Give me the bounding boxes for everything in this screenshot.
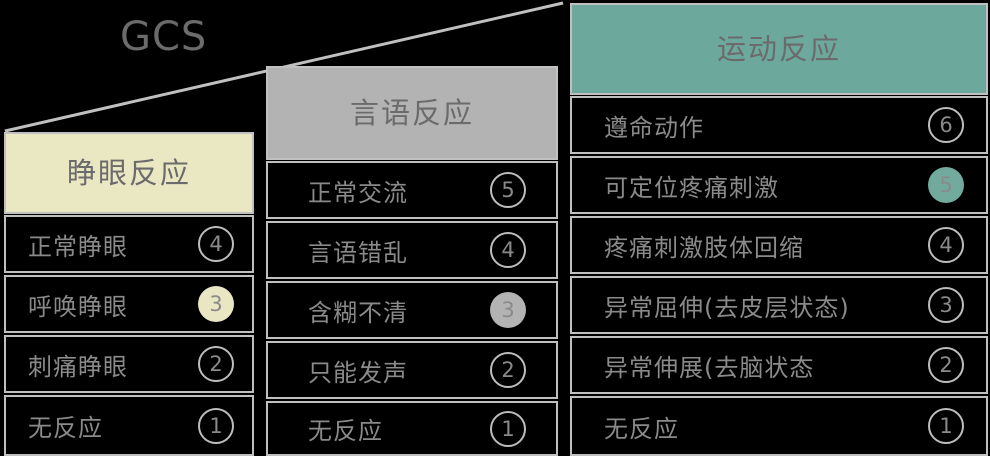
column-header-label: 言语反应 — [349, 95, 474, 130]
score-badge: 4 — [198, 226, 234, 262]
score-badge: 2 — [490, 352, 526, 388]
row-label: 正常睁眼 — [28, 232, 128, 261]
row-label: 含糊不清 — [308, 298, 408, 327]
table-row[interactable]: 无反应 1 — [570, 396, 988, 456]
row-label: 无反应 — [604, 414, 679, 443]
column-eye-response: 睁眼反应 正常睁眼 4 呼唤睁眼 3 刺痛睁眼 2 无反应 1 — [4, 132, 254, 456]
score-badge: 6 — [928, 107, 964, 143]
score-badge: 1 — [198, 407, 234, 444]
row-label: 异常屈伸(去皮层状态) — [604, 293, 850, 322]
table-row[interactable]: 刺痛睁眼 2 — [4, 335, 254, 393]
table-row[interactable]: 无反应 1 — [4, 395, 254, 456]
score-badge: 3 — [928, 287, 964, 323]
table-row[interactable]: 正常睁眼 4 — [4, 215, 254, 273]
score-badge: 1 — [928, 408, 964, 444]
score-badge-selected: 3 — [198, 286, 234, 322]
table-row[interactable]: 含糊不清 3 — [266, 281, 558, 339]
page-title: GCS — [120, 14, 208, 60]
column-verbal-response: 言语反应 正常交流 5 言语错乱 4 含糊不清 3 只能发声 2 无反应 1 — [266, 66, 558, 456]
table-row[interactable]: 疼痛刺激肢体回缩 4 — [570, 216, 988, 274]
row-label: 正常交流 — [308, 178, 408, 207]
score-badge: 5 — [490, 172, 526, 208]
score-badge: 1 — [490, 410, 526, 447]
row-label: 可定位疼痛刺激 — [604, 173, 779, 202]
table-row[interactable]: 只能发声 2 — [266, 341, 558, 399]
row-label: 无反应 — [28, 414, 103, 442]
row-label: 异常伸展(去脑状态 — [604, 353, 815, 382]
column-header-verbal-response: 言语反应 — [266, 66, 558, 160]
row-label: 刺痛睁眼 — [28, 352, 128, 381]
score-badge: 2 — [928, 347, 964, 383]
row-label: 只能发声 — [308, 358, 408, 387]
score-badge: 4 — [490, 232, 526, 268]
table-row[interactable]: 遵命动作 6 — [570, 96, 988, 154]
column-header-eye-response: 睁眼反应 — [4, 132, 254, 214]
column-header-label: 睁眼反应 — [66, 155, 191, 190]
column-motor-response: 运动反应 遵命动作 6 可定位疼痛刺激 5 疼痛刺激肢体回缩 4 异常屈伸(去皮… — [570, 3, 988, 456]
row-label: 疼痛刺激肢体回缩 — [604, 233, 804, 262]
score-badge-selected: 3 — [490, 292, 526, 328]
table-row[interactable]: 无反应 1 — [266, 401, 558, 456]
column-header-motor-response: 运动反应 — [570, 3, 988, 95]
row-label: 无反应 — [308, 417, 383, 445]
table-row[interactable]: 异常伸展(去脑状态 2 — [570, 336, 988, 394]
score-badge: 4 — [928, 227, 964, 263]
column-header-label: 运动反应 — [716, 31, 841, 66]
score-badge: 2 — [198, 346, 234, 382]
table-row[interactable]: 言语错乱 4 — [266, 221, 558, 279]
row-label: 呼唤睁眼 — [28, 292, 128, 321]
score-badge-selected: 5 — [928, 167, 964, 203]
table-row[interactable]: 正常交流 5 — [266, 161, 558, 219]
table-row[interactable]: 异常屈伸(去皮层状态) 3 — [570, 276, 988, 334]
row-label: 遵命动作 — [604, 113, 704, 142]
table-row[interactable]: 可定位疼痛刺激 5 — [570, 156, 988, 214]
table-row[interactable]: 呼唤睁眼 3 — [4, 275, 254, 333]
row-label: 言语错乱 — [308, 238, 408, 267]
